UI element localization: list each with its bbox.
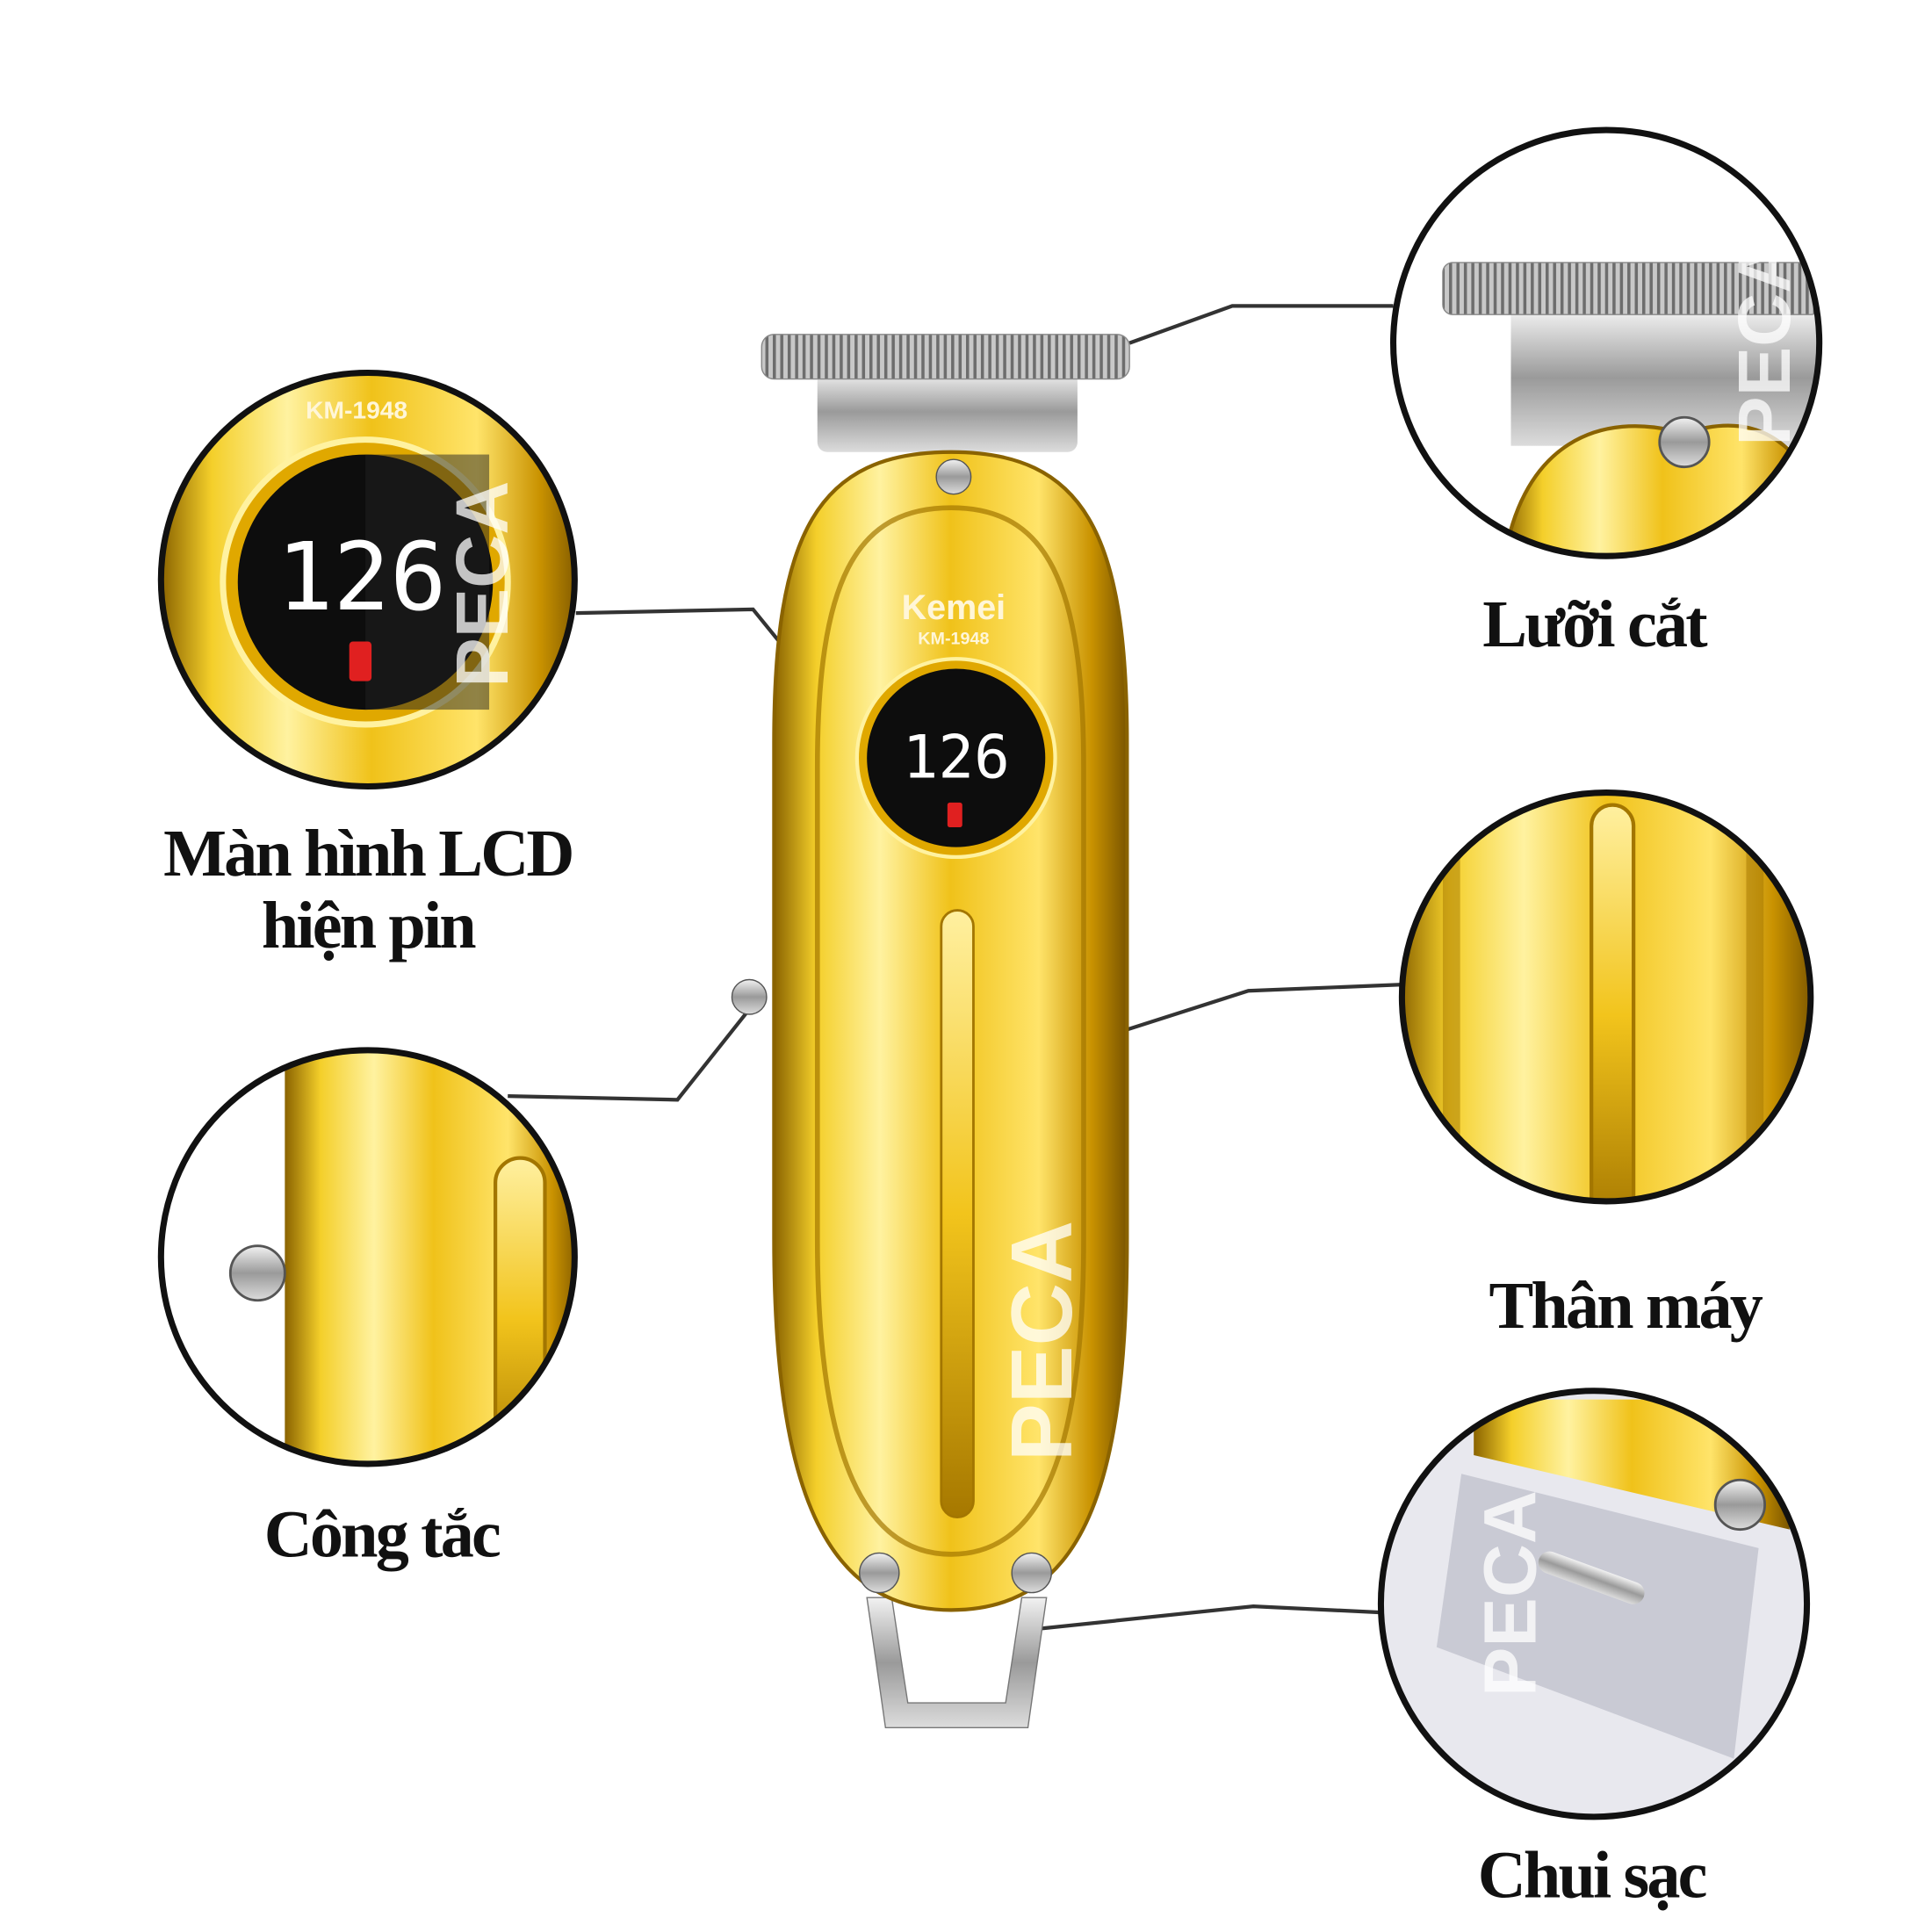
callout-switch-zoom — [157, 1047, 578, 1467]
screw-icon — [1658, 415, 1711, 469]
brand-logo: Kemei — [902, 588, 1006, 627]
screw-icon — [935, 458, 972, 495]
body-groove — [940, 909, 975, 1518]
power-switch — [731, 978, 768, 1015]
watermark: PECA — [440, 481, 523, 688]
watermark: PECA — [993, 1221, 1090, 1461]
lcd-value: 126 — [903, 723, 1010, 792]
blade — [761, 334, 1130, 380]
label-body: Thân máy — [1489, 1269, 1763, 1343]
lcd-zoom-value: 126 — [277, 523, 447, 632]
hair-trimmer: Kemei KM-1948 126 PECA — [731, 334, 1130, 1729]
leader-line-blade — [1128, 304, 1394, 345]
battery-plug-icon — [349, 641, 372, 681]
charging-port — [1538, 1551, 1645, 1604]
screw-icon — [1713, 1478, 1767, 1532]
screw-icon — [1011, 1552, 1053, 1594]
callout-blade-zoom: PECA — [1390, 126, 1823, 559]
label-switch: Công tắc — [264, 1498, 500, 1572]
lcd-zoom-model: KM-1948 — [306, 396, 407, 424]
leader-line-switch — [508, 1008, 751, 1102]
battery-plug-icon — [947, 802, 962, 828]
leader-line-port — [1040, 1604, 1381, 1631]
label-charging-port: Chui sạc — [1478, 1839, 1706, 1913]
label-blade: Lưỡi cắt — [1482, 588, 1708, 661]
watermark: PECA — [1468, 1490, 1552, 1697]
switch-zoom — [228, 1244, 286, 1302]
blade-holder — [817, 371, 1078, 452]
callout-body-zoom — [1398, 789, 1814, 1205]
watermark: PECA — [1722, 240, 1806, 446]
model-number: KM-1948 — [918, 629, 989, 648]
label-lcd-line2: hiện pin — [262, 889, 476, 962]
callout-charging-port-zoom: PECA — [1377, 1388, 1811, 1820]
screw-icon — [859, 1552, 900, 1594]
hanging-loop — [866, 1597, 1048, 1729]
lcd-screen — [867, 668, 1046, 847]
callout-lcd-zoom: 126 KM-1948 PECA — [157, 369, 578, 790]
label-lcd-line1: Màn hình LCD — [163, 817, 572, 890]
